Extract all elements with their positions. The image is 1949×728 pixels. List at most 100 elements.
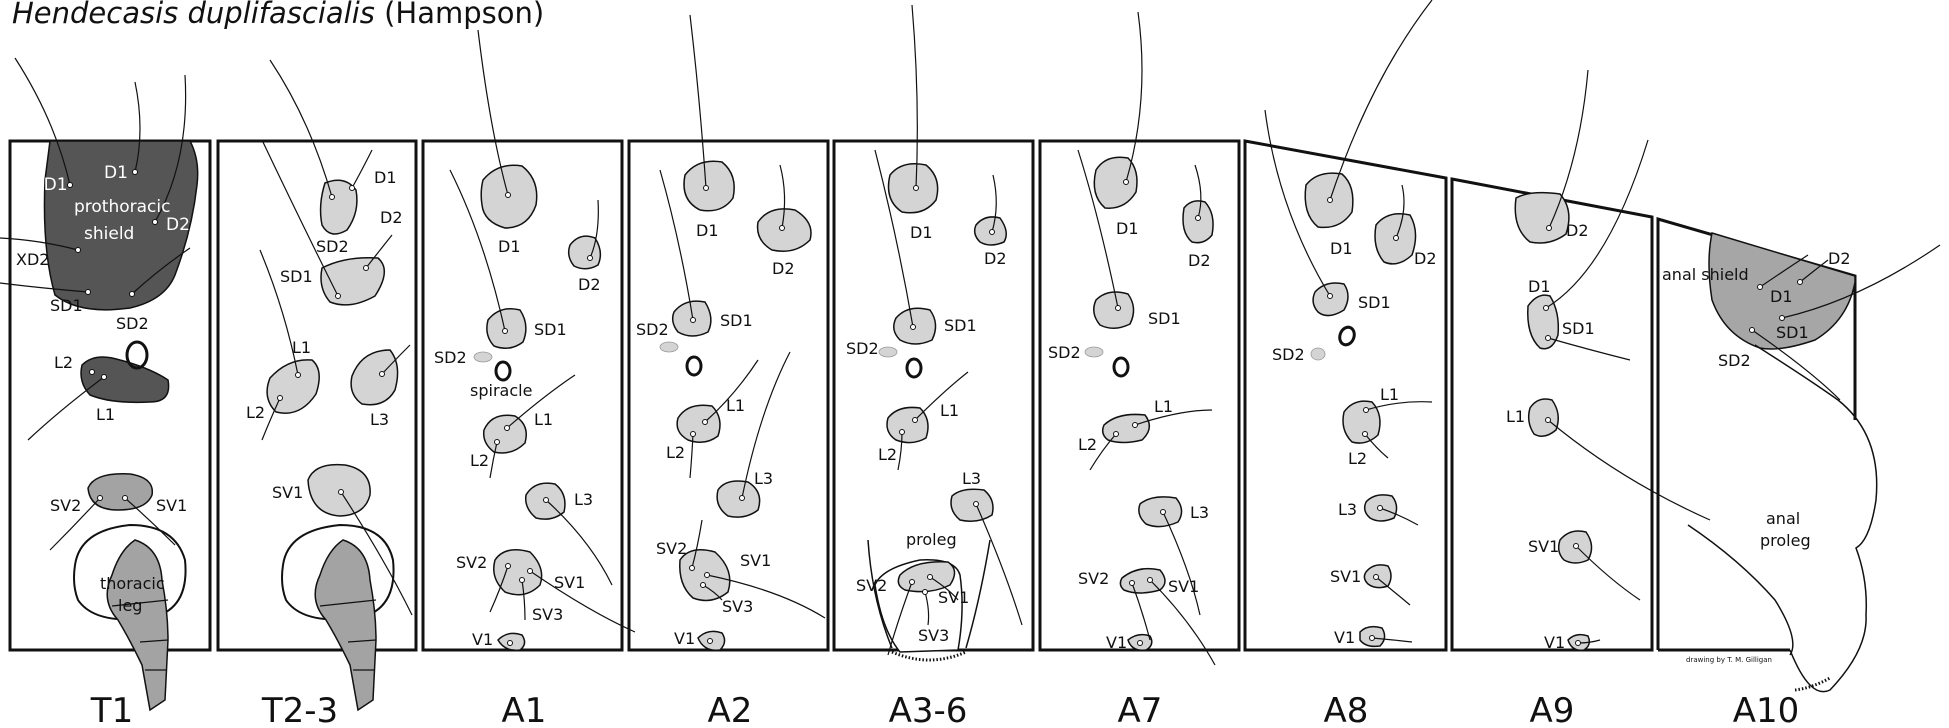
seta-d2-a7 [1194,164,1202,219]
seta-sv1-a7 [1149,579,1216,666]
l3-pinaculum-a2 [716,480,761,518]
seta-l1-t2 [259,249,299,376]
coxa-outline-t1 [73,523,187,621]
label-l2-a3-6: L2 [878,445,897,464]
seta-sv1-a1 [529,570,636,633]
segment-label-a9: A9 [1530,691,1575,728]
segment-t2-3: D1 D2 SD2 SD1 L1 L2 L3 SV1 [246,59,413,712]
seta-l2-a1 [489,441,498,479]
label-d1-a10: D1 [1770,287,1793,306]
seta-sv1-a8 [1375,576,1411,606]
d1-sd1-pinaculum-a9 [1527,294,1560,350]
label-sd2-a7: SD2 [1048,343,1081,362]
seta-d1-a8 [1329,0,1433,201]
drawing-credit: drawing by T. M. Gilligan [1686,656,1772,664]
seta-d2-t2 [351,149,373,189]
spiracle-a2 [685,355,703,377]
label-d1-a2: D1 [696,221,719,240]
label-sd2-t2: SD2 [316,237,349,256]
seta-sd1-t2 [261,139,339,297]
crochets-a3-6 [891,650,967,662]
seta-d1-a1 [477,29,509,196]
label-sd2-t1: SD2 [116,314,149,333]
spiracle-a7 [1112,356,1130,378]
label-l3-a8: L3 [1338,500,1357,519]
label-sv1-t1: SV1 [156,496,187,515]
anal-proleg-inner [1687,524,1794,656]
seta-sv2-a7 [1131,582,1151,641]
label-v1-a7: V1 [1106,633,1127,652]
setal-bases-a7 [1113,179,1201,646]
label-d1-t1: D1 [104,163,128,183]
seta-d2-t1 [154,74,187,223]
seta-l1-a9 [1547,419,1711,521]
leg-joint-1-t2 [319,599,377,607]
seta-l3-a7 [1162,511,1201,616]
segment-a10: anal shield D1 D2 SD1 SD2 anal proleg dr… [1662,232,1941,693]
label-shield: shield [84,224,134,244]
seta-l1-a1 [506,374,576,429]
seta-sd1-a10 [1781,244,1941,319]
setal-bases-t1 [67,169,158,501]
panel-a9 [1450,177,1654,652]
label-sd1-t1: SD1 [50,296,83,315]
label-sd1-a1: SD1 [534,320,567,339]
label-d2-t2: D2 [380,208,403,227]
label-d1-a1: D1 [498,237,521,256]
seta-l2-a7 [1089,433,1117,471]
label-d1-a3-6: D1 [910,223,933,242]
label-sd1-a8: SD1 [1358,293,1391,312]
seta-l3-a2 [741,351,791,499]
label-l1-t1: L1 [96,405,115,424]
sd2-pinaculum-a8 [1310,347,1326,361]
label-xd1-t1: XD1 [32,175,68,195]
d2-pinaculum-a1 [567,235,602,270]
label-l3-t2: L3 [370,410,389,429]
segment-a1: D1 D2 SD1 SD2 spiracle L1 L2 L3 SV2 SV1 … [434,29,636,652]
sv-pinaculum-t1 [87,473,154,511]
label-spiracle: spiracle [470,381,532,400]
seta-d1-a2 [689,14,707,189]
species-name: Hendecasis duplifascialis [12,0,375,30]
seta-sv2-a3-6 [887,581,913,656]
label-v1-a1: V1 [472,630,493,649]
seta-l1-a7 [1134,409,1213,426]
l12-pinaculum-a3-6 [886,406,929,444]
seta-d1-t1 [134,81,141,173]
seta-d2-a2 [779,164,786,229]
seta-sd1-t1 [0,282,89,293]
seta-sv3-a3-6 [924,591,930,626]
segment-label-a2: A2 [708,691,753,728]
seta-sd1-a9 [1547,337,1631,361]
segment-label-a10: A10 [1733,691,1800,728]
label-l2-a8: L2 [1348,449,1367,468]
l12-pinaculum-a8 [1342,400,1381,444]
seta-l3-a1 [545,499,613,586]
seta-sv1-a9 [1575,545,1641,601]
label-sv1-a7: SV1 [1168,577,1199,596]
label-sd1-a2: SD1 [720,311,753,330]
seta-d2-a10 [1799,259,1829,283]
label-prothoracic: prothoracic [74,197,170,217]
label-d1-a8: D1 [1330,239,1353,258]
l12-pinaculum-a7 [1101,413,1151,444]
segment-a7: D1 D2 SD1 SD2 L1 L2 L3 SV2 SV1 V1 [1048,11,1216,666]
label-sd2-a8: SD2 [1272,345,1305,364]
setal-bases-a2 [689,185,785,644]
label-anal-shield: anal shield [1662,265,1749,284]
label-thoracic: thoracic [100,574,165,593]
seta-sd2-a10 [1751,329,1841,401]
seta-l2-a8 [1364,433,1389,459]
label-l3-a2: L3 [754,469,773,488]
sv-pinaculum-a1 [493,549,543,596]
label-l2-t1: L2 [54,353,73,372]
seta-d1-a7 [1125,11,1143,183]
seta-v1-a8 [1371,637,1413,643]
prothoracic-shield [43,140,199,311]
seta-sd1-a7 [1077,149,1119,309]
label-sv1-t2: SV1 [272,483,303,502]
seta-l1-t1 [27,376,105,441]
label-anal: anal [1766,509,1800,528]
label-l2-t2: L2 [246,403,265,422]
